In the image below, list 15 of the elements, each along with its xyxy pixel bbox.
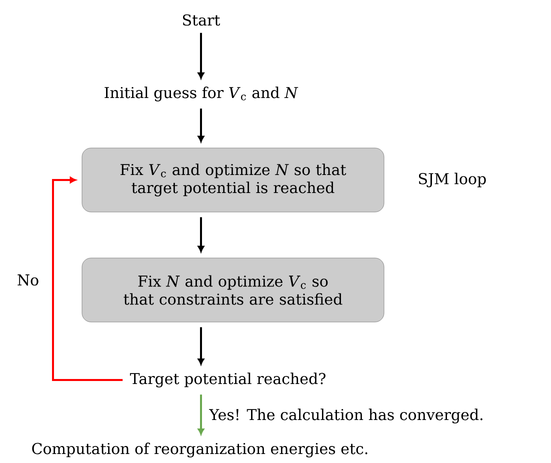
- edge-label: No: [16, 273, 40, 287]
- step-text: Target potential reached?: [130, 372, 326, 388]
- edge-label: Yes! The calculation has converged.: [208, 408, 485, 424]
- arrow: [198, 394, 204, 435]
- arrow: [52, 176, 123, 381]
- process-box: Fix N and optimize V$_{c}$ so that constraints are satisfied: [82, 258, 384, 322]
- step-text: Start: [183, 14, 220, 26]
- arrow: [198, 217, 204, 252]
- process-box: Fix V$_{c}$ and optimize N so that target potential is reached: [82, 148, 384, 212]
- arrow: [198, 32, 204, 79]
- step-text: Initial guess for V$_{c}$ and N: [104, 86, 298, 102]
- step-text: Computation of reorganization energies etc.: [32, 442, 368, 458]
- arrow: [198, 327, 204, 365]
- arrow: [198, 108, 204, 142]
- side-label: SJM loop: [419, 172, 486, 188]
